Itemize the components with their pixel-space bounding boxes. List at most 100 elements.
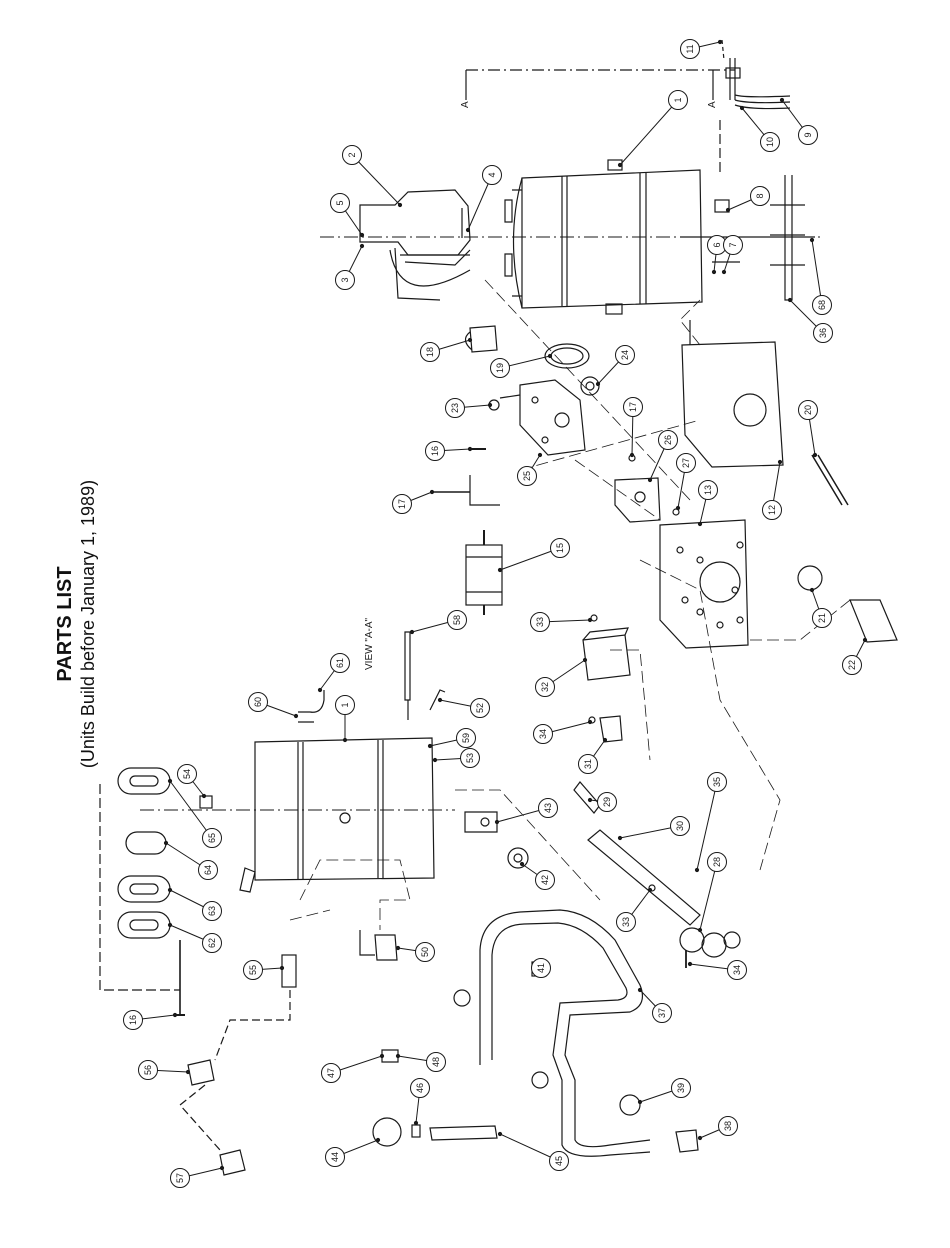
- callout-leader-tip: [168, 779, 171, 782]
- callout-leader-tip: [788, 298, 791, 301]
- callout-number: 17: [628, 402, 638, 412]
- callout-balloon: 41: [532, 959, 551, 978]
- callout-leader-tip: [718, 40, 721, 43]
- callout-number: 48: [431, 1057, 441, 1067]
- callout-balloon: 56: [139, 1061, 158, 1080]
- callout-leader-tip: [810, 588, 813, 591]
- callout-number: 63: [207, 906, 217, 916]
- callout-leader: [700, 862, 717, 930]
- callout-number: 4: [487, 172, 497, 177]
- callout-number: 62: [207, 938, 217, 948]
- callout-number: 34: [732, 965, 742, 975]
- callout-leader-tip: [202, 794, 205, 797]
- callout-leader-tip: [638, 988, 641, 991]
- callout-leader-tip: [280, 966, 283, 969]
- callout-number: 38: [723, 1121, 733, 1131]
- callout-leader-tip: [618, 836, 621, 839]
- callout-number: 43: [543, 803, 553, 813]
- callout-balloon: 16: [124, 1011, 143, 1030]
- callout-leader-tip: [430, 490, 433, 493]
- callout-balloon: 5: [331, 194, 350, 213]
- callout-leader-tip: [548, 354, 551, 357]
- callout-number: 9: [803, 132, 813, 137]
- callout-leader-tip: [428, 744, 431, 747]
- callout-number: 33: [621, 917, 631, 927]
- callout-balloon: 44: [326, 1148, 345, 1167]
- callout-balloon: 45: [550, 1152, 569, 1171]
- callout-leader-tip: [164, 841, 167, 844]
- callout-leader-tip: [294, 714, 297, 717]
- callout-leader-tip: [638, 1100, 641, 1103]
- callout-number: 41: [536, 963, 546, 973]
- callout-leader-tip: [583, 658, 586, 661]
- callout-balloon: 18: [421, 343, 440, 362]
- section-marker-right: A: [707, 101, 718, 108]
- callout-leader-tip: [398, 203, 401, 206]
- callout-leader-tip: [410, 630, 413, 633]
- callout-leader-tip: [688, 962, 691, 965]
- callout-balloon: 31: [579, 755, 598, 774]
- callout-number: 18: [425, 347, 435, 357]
- callout-leader-tip: [698, 928, 701, 931]
- callout-balloon: 47: [322, 1064, 341, 1083]
- callout-number: 30: [675, 821, 685, 831]
- callout-balloon: 15: [551, 539, 570, 558]
- callout-number: 33: [535, 617, 545, 627]
- callout-balloon: 52: [471, 699, 490, 718]
- callout-balloon: 9: [799, 126, 818, 145]
- callout-balloon: 35: [708, 773, 727, 792]
- callout-balloon: 16: [426, 442, 445, 461]
- callout-balloon: 58: [448, 611, 467, 630]
- callout-balloon: 17: [393, 495, 412, 514]
- callout-number: 26: [663, 435, 673, 445]
- callout-number: 65: [207, 833, 217, 843]
- callout-leader-tip: [360, 233, 363, 236]
- callout-balloon: 34: [728, 961, 747, 980]
- callout-leader-tip: [778, 460, 781, 463]
- lever-linkage: [574, 782, 740, 968]
- callout-number: 59: [461, 733, 471, 743]
- callout-number: 54: [182, 769, 192, 779]
- callout-balloon: 61: [331, 654, 350, 673]
- callout-leader: [620, 100, 678, 165]
- callout-leader-tip: [220, 1166, 223, 1169]
- callout-number: 44: [330, 1152, 340, 1162]
- callout-balloon: 33: [617, 913, 636, 932]
- callout-balloon: 33: [531, 613, 550, 632]
- callout-leader-tip: [588, 618, 591, 621]
- callout-number: 37: [657, 1008, 667, 1018]
- callout-balloon: 24: [616, 346, 635, 365]
- callout-balloon: 62: [203, 934, 222, 953]
- callout-number: 15: [555, 543, 565, 553]
- callout-balloon: 11: [681, 40, 700, 59]
- callout-number: 5: [335, 200, 345, 205]
- callout-leader-tip: [588, 720, 591, 723]
- pulley: [508, 848, 528, 868]
- callout-balloon: 63: [203, 902, 222, 921]
- callout-balloon: 43: [539, 799, 558, 818]
- callout-number: 20: [803, 405, 813, 415]
- callout-balloon: 46: [411, 1079, 430, 1098]
- callout-leader-tip: [468, 338, 471, 341]
- callout-leader: [352, 155, 400, 205]
- callout-leader-tip: [318, 688, 321, 691]
- callout-balloon: 60: [249, 693, 268, 712]
- callout-leader-tip: [466, 228, 469, 231]
- callout-leader-tip: [498, 1132, 501, 1135]
- callout-number: 7: [728, 242, 738, 247]
- motor-fan-assembly: [360, 190, 470, 300]
- callout-number: 53: [465, 753, 475, 763]
- callout-leader-tip: [648, 888, 651, 891]
- callout-leader-tip: [740, 106, 743, 109]
- callout-balloon: 2: [343, 146, 362, 165]
- callout-leader-tip: [780, 98, 783, 101]
- callout-leader-tip: [343, 738, 346, 741]
- callout-balloon: 27: [677, 454, 696, 473]
- callout-balloon: 13: [699, 481, 718, 500]
- callout-number: 25: [522, 471, 532, 481]
- callout-number: 1: [340, 702, 350, 707]
- switch-block: [360, 930, 397, 960]
- callout-balloon: 64: [199, 861, 218, 880]
- elbow-fitting: [298, 690, 324, 722]
